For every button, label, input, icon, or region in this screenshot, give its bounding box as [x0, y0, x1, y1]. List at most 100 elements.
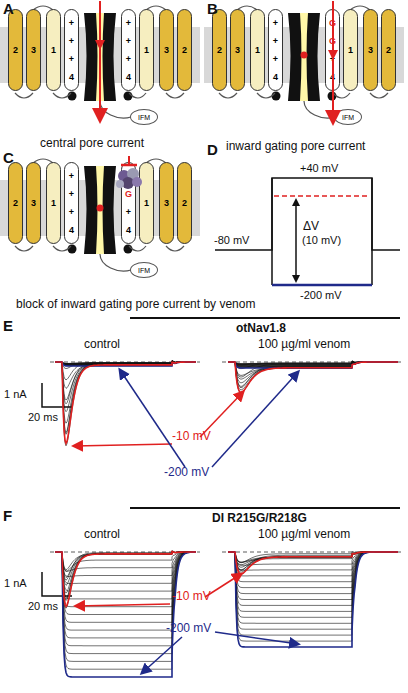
segment-label: +	[69, 171, 74, 181]
helix-segment: 2	[8, 9, 23, 91]
helix-segment: 2	[8, 162, 23, 244]
voltage-protocol	[215, 178, 400, 285]
helix-segment: 3	[363, 9, 378, 91]
segment-label: 3	[164, 45, 169, 55]
current-trace	[228, 552, 398, 623]
helix-segment: 2	[177, 9, 192, 91]
current-trace	[228, 362, 398, 388]
current-trace	[228, 552, 398, 629]
segment-label: IFM	[138, 114, 150, 121]
inactivation-gate: IFM	[130, 262, 158, 278]
current-trace	[55, 362, 196, 423]
current-trace	[55, 362, 196, 433]
voltage-label: -10 mV	[172, 590, 211, 603]
helix-segment: 3	[230, 9, 245, 91]
current-trace	[55, 552, 196, 577]
helix-segment: +++4	[268, 9, 283, 91]
panel-letter: E	[3, 318, 13, 335]
segment-label: G	[125, 189, 132, 199]
segment-label: 3	[235, 45, 240, 55]
voltage-label: +40 mV	[300, 162, 338, 174]
segment-label: 1	[348, 45, 353, 55]
current-trace	[228, 552, 398, 572]
current-trace	[228, 552, 398, 617]
segment-label: +	[69, 36, 74, 46]
helix-segment: +++4	[64, 162, 79, 244]
segment-label: 2	[386, 45, 391, 55]
voltage-label: ΔV	[303, 220, 319, 233]
helix-segment: 1	[139, 9, 154, 91]
current-trace	[55, 362, 196, 400]
current-trace	[55, 552, 196, 669]
scale-label: 20 ms	[28, 600, 58, 612]
panel-caption: inward gating pore current	[226, 140, 365, 153]
construct-name: otNav1.8	[236, 322, 286, 335]
current-trace	[228, 362, 398, 386]
inactivation-gate: IFM	[130, 109, 158, 125]
segment-label: +	[69, 189, 74, 199]
helix-segment: +++4	[64, 9, 79, 91]
current-trace	[228, 552, 398, 570]
current-trace	[228, 552, 398, 594]
channel-schematic	[204, 6, 404, 118]
current-trace	[228, 552, 398, 635]
venom-toxin	[116, 168, 142, 189]
panel-letter: A	[3, 1, 14, 18]
current-trace	[228, 362, 398, 375]
current-trace	[55, 552, 196, 677]
voltage-label: -200 mV	[164, 466, 209, 479]
voltage-label: -10 mV	[172, 430, 211, 443]
segment-label: +	[126, 54, 131, 64]
panel-letter: F	[3, 508, 12, 525]
segment-label: +	[126, 207, 131, 217]
segment-label: 1	[144, 198, 149, 208]
segment-label: 4	[69, 225, 74, 235]
current-trace	[228, 552, 398, 641]
current-trace	[228, 552, 398, 574]
segment-label: 4	[126, 72, 131, 82]
helix-segment: 2	[177, 162, 192, 244]
voltage-label: -200 mV	[300, 289, 342, 301]
scale-label: 1 nA	[4, 388, 27, 400]
helix-segment: 3	[26, 9, 41, 91]
segment-label: 3	[368, 45, 373, 55]
helix-segment: 1	[250, 9, 265, 91]
segment-label: +	[69, 54, 74, 64]
condition-label: 100 µg/ml venom	[258, 528, 350, 541]
current-trace	[55, 552, 196, 593]
panel-caption: block of inward gating pore current by v…	[16, 298, 255, 311]
current-trace	[228, 552, 398, 574]
scale-label: 20 ms	[28, 411, 58, 423]
panel-letter: C	[3, 150, 14, 167]
current-trace	[55, 362, 196, 434]
segment-label: +	[273, 54, 278, 64]
segment-label: IFM	[138, 267, 150, 274]
current-trace	[228, 362, 398, 383]
scale-label: 1 nA	[4, 577, 27, 589]
helix-segment: 3	[159, 9, 174, 91]
current-arrow	[95, 1, 338, 212]
panel-caption: central pore current	[40, 137, 144, 150]
current-trace	[228, 552, 398, 605]
helix-segment: 3	[26, 162, 41, 244]
current-trace	[55, 552, 196, 578]
current-trace	[228, 362, 398, 393]
current-trace	[228, 552, 398, 570]
segment-label: 2	[182, 45, 187, 55]
helix-segment: 1	[343, 9, 358, 91]
current-trace	[228, 552, 398, 611]
zero-line	[50, 362, 402, 552]
segment-label: 1	[51, 45, 56, 55]
current-trace	[55, 552, 196, 591]
helix-segment: 2	[381, 9, 396, 91]
panel-letter: D	[207, 142, 218, 159]
channel-schematic	[0, 159, 200, 271]
current-trace	[228, 552, 398, 582]
current-traces	[55, 361, 398, 678]
title-bar	[130, 318, 400, 508]
segment-label: 2	[182, 198, 187, 208]
segment-label: +	[126, 36, 131, 46]
segment-label: 3	[31, 45, 36, 55]
